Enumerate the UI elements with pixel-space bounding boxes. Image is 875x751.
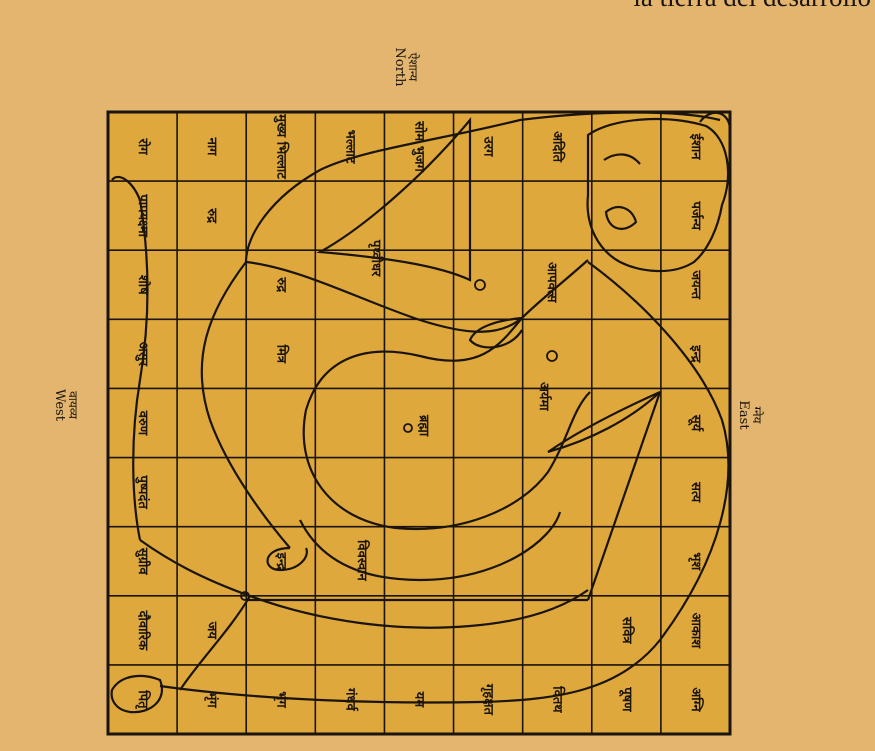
cell-label: मित्र (273, 344, 289, 364)
cell-label: भृंग (273, 691, 289, 708)
cell-label: रुद्र (273, 276, 288, 293)
cell-label: इन्द्र (273, 552, 288, 571)
inner-label-prithvidhara: पृथ्वीधर (368, 239, 384, 277)
cell-label: भृश (688, 552, 703, 571)
cell-label: जयन्त (688, 269, 703, 299)
inner-label-brahma: ब्रह्मा (416, 414, 431, 437)
cell-label: सुग्रीव (135, 547, 151, 575)
cell-label: यम (412, 691, 427, 709)
cell-label: नाग (204, 137, 219, 157)
cell-label: जय (204, 621, 219, 640)
cell-label: सवित्र (619, 616, 635, 644)
cell-label: रोग (135, 138, 151, 156)
cell-label: वितथ (550, 685, 566, 713)
cell-label: दौवारिक (135, 610, 151, 652)
cell-label: सत्य (688, 481, 703, 503)
cell-label: उरग (481, 136, 496, 157)
cell-label: पापयक्ष्मा (135, 193, 150, 237)
inner-label-vivasvan: विवस्वान (354, 539, 370, 581)
cell-label: ईशान (688, 133, 704, 161)
inner-label-apavatsa: आपवत्स (544, 262, 559, 304)
cell-label: पूषण (619, 686, 634, 712)
cell-label: असुर (135, 342, 150, 367)
cell-label: भृंग (204, 691, 220, 708)
cell-label: इन्द्र (688, 344, 703, 363)
cell-label: सूर्य (688, 414, 704, 432)
cell-label: पर्जन्य (688, 200, 704, 230)
cell-label: वरुण (135, 410, 150, 436)
cell-label: अदिति (550, 131, 566, 163)
cell-label: मुख्य भिल्लाट (273, 113, 289, 179)
cell-label: शोष (135, 275, 151, 295)
cell-label: गंधर्व (342, 687, 358, 712)
cell-label: आकाश (688, 613, 703, 650)
cell-label: सोम भुजग (412, 120, 428, 172)
cell-label: पुष्पदंत (135, 474, 151, 509)
cell-label: पितृ (135, 689, 151, 709)
cell-label: रुद्र (204, 207, 219, 224)
cell-label: गृहक्षत (481, 683, 496, 716)
inner-label-aryama: अर्यमा (536, 382, 552, 411)
cell-label: अग्नि (688, 687, 704, 712)
cell-label: भल्लाट (342, 130, 357, 164)
